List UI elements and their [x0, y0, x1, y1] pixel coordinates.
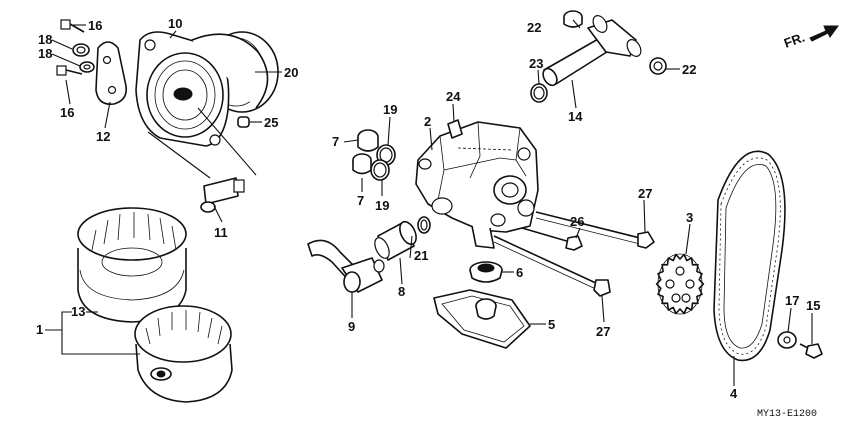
callout-17: 17: [785, 293, 799, 308]
gasket-12: [95, 41, 128, 106]
washer-18-top: [72, 43, 90, 57]
collar-8: [374, 220, 417, 261]
callout-18-bottom: 18: [38, 46, 52, 61]
callout-2: 2: [424, 114, 431, 129]
callout-7-top: 7: [332, 134, 339, 149]
washer-18-bottom: [79, 61, 95, 73]
callout-6: 6: [516, 265, 523, 280]
seal-6: [469, 261, 503, 283]
front-direction-label: FR.: [782, 30, 807, 51]
callout-20: 20: [284, 65, 298, 80]
seal-22-top: [563, 10, 583, 28]
joint-pipe-14: [542, 15, 642, 87]
oil-pipe-9: [307, 239, 385, 293]
callout-12: 12: [96, 129, 110, 144]
washer-17: [777, 331, 797, 349]
o-ring-19-bottom: [370, 159, 390, 181]
bolt-26: [521, 227, 583, 251]
callout-22-top: 22: [527, 20, 541, 35]
o-ring-23: [530, 83, 548, 103]
callout-19-bottom: 19: [375, 198, 389, 213]
callout-11: 11: [214, 225, 228, 240]
callout-16-bottom: 16: [60, 105, 74, 120]
callout-1: 1: [36, 322, 43, 337]
front-arrow-icon: [809, 25, 839, 42]
callout-14: 14: [568, 109, 583, 124]
oil-filter-1: [134, 305, 233, 403]
callout-4: 4: [730, 386, 738, 401]
dowel-24: [447, 119, 463, 139]
callout-13: 13: [71, 304, 85, 319]
leader-lines: [45, 19, 813, 386]
callout-22-right: 22: [682, 62, 696, 77]
oil-pressure-switch-11: [200, 177, 245, 213]
callout-21: 21: [414, 248, 428, 263]
bolt-15: [799, 343, 823, 359]
figure-code: MY13-E1200: [757, 409, 817, 420]
o-ring-20: [191, 33, 269, 109]
oil-strainer-5: [433, 289, 531, 349]
callout-18-top: 18: [38, 32, 52, 47]
o-ring-21: [417, 216, 431, 234]
callout-5: 5: [548, 317, 555, 332]
callout-7-bottom: 7: [357, 193, 364, 208]
callout-26: 26: [570, 214, 584, 229]
bolt-16-bottom: [56, 65, 83, 76]
drive-chain-4: [713, 150, 786, 362]
callout-23: 23: [529, 56, 543, 71]
callout-10: 10: [168, 16, 182, 31]
dowel-25: [237, 116, 250, 128]
oil-filter-13: [77, 207, 187, 323]
callouts: 16 18 18 16 12 10 20 25 11 13 1 7 7 19 1…: [36, 16, 820, 401]
dowel-7-top: [357, 129, 379, 152]
callout-27-lower: 27: [596, 324, 610, 339]
sprocket-3: [655, 253, 705, 315]
bolt-16-top: [60, 19, 85, 33]
bolt-27-upper: [535, 211, 655, 249]
bolt-27-lower: [493, 235, 611, 297]
seal-22-right: [649, 57, 667, 75]
callout-27-upper: 27: [638, 186, 652, 201]
dowel-7-bottom: [352, 153, 372, 175]
callout-19-top: 19: [383, 102, 397, 117]
callout-15: 15: [806, 298, 820, 313]
callout-9: 9: [348, 319, 355, 334]
callout-16-top: 16: [88, 18, 102, 33]
oil-pump-2: [415, 121, 539, 249]
callout-25: 25: [264, 115, 278, 130]
callout-3: 3: [686, 210, 693, 225]
callout-24: 24: [446, 89, 461, 104]
front-direction-indicator: FR.: [782, 25, 839, 51]
callout-8: 8: [398, 284, 405, 299]
